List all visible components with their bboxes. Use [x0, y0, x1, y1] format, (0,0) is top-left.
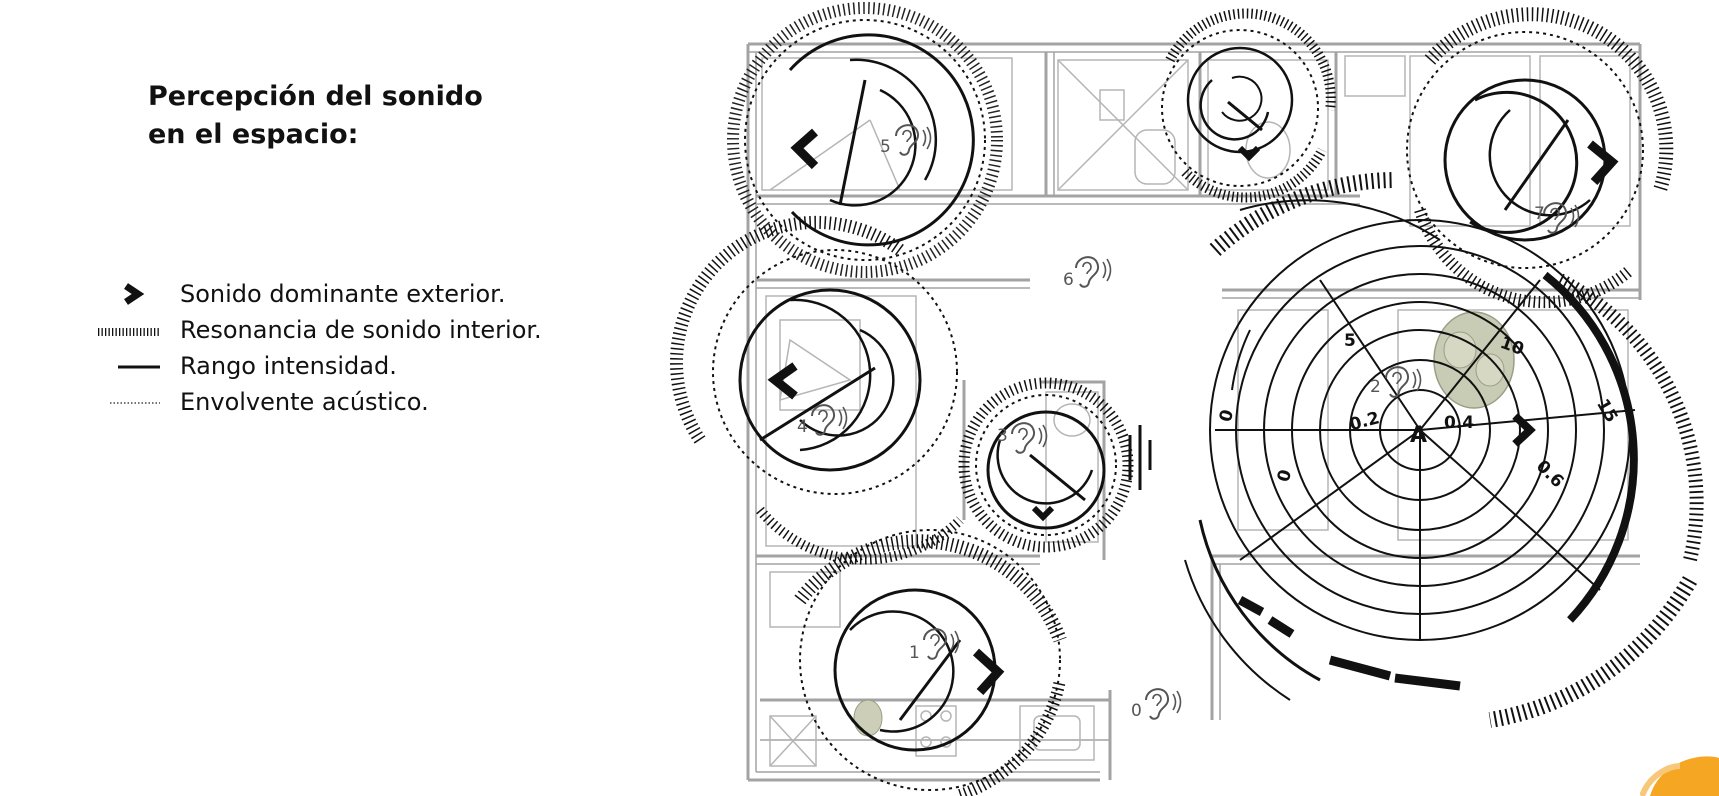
legend-label: Rango intensidad.	[180, 352, 397, 380]
hatched-line-icon	[98, 328, 160, 336]
sound-zone-top-center	[1161, 8, 1336, 203]
corner-logo-fragment	[1640, 756, 1719, 796]
radar-zone-A	[1184, 172, 1704, 728]
chevron-right-icon	[124, 283, 145, 305]
zone-number-0: 0	[1131, 701, 1142, 721]
ear-icon-3	[1011, 422, 1048, 454]
zone-number-5: 5	[880, 137, 891, 157]
sound-zone-1	[794, 529, 1067, 796]
ear-icon-6	[1075, 256, 1112, 288]
sound-zone-4	[670, 215, 964, 565]
page-title: Percepción del sonido en el espacio:	[148, 78, 483, 154]
zone-number-1: 1	[909, 643, 920, 663]
radar-spoke-label-5: 5	[1344, 331, 1356, 351]
sound-zone-3	[958, 377, 1152, 553]
dotted-line-icon	[110, 402, 160, 404]
zone-number-4: 4	[797, 417, 808, 437]
legend-label: Sonido dominante exterior.	[180, 280, 506, 308]
radar-ring-label-0-6: 0.6	[1532, 457, 1567, 492]
radar-ring-label-0-4: 0.4	[1444, 413, 1474, 433]
zone-number-6: 6	[1063, 270, 1074, 290]
floor-plan-walls	[746, 42, 1642, 782]
legend-label: Resonancia de sonido interior.	[180, 316, 542, 344]
plant-icon-small	[853, 699, 883, 737]
legend-label: Envolvente acústico.	[180, 388, 429, 416]
sound-zone-5	[727, 2, 1003, 278]
title-line-1: Percepción del sonido	[148, 81, 483, 112]
radar-center-label: A	[1410, 423, 1427, 448]
radar-zero-label-a: 0	[1216, 407, 1238, 424]
ear-icon-0	[1145, 688, 1182, 720]
title-line-2: en el espacio:	[148, 119, 359, 150]
sound-zone-top-right	[1406, 7, 1674, 309]
zone-number-7: 7	[1534, 204, 1545, 224]
zone-number-3: 3	[997, 426, 1008, 446]
floor-plan-furniture	[761, 55, 1631, 767]
solid-line-icon	[118, 365, 160, 369]
zone-number-2: 2	[1370, 377, 1381, 397]
ear-icon-2	[1385, 366, 1422, 398]
radar-zero-label-b: 0	[1274, 467, 1296, 484]
radar-spoke-label-15: 15	[1592, 396, 1621, 427]
